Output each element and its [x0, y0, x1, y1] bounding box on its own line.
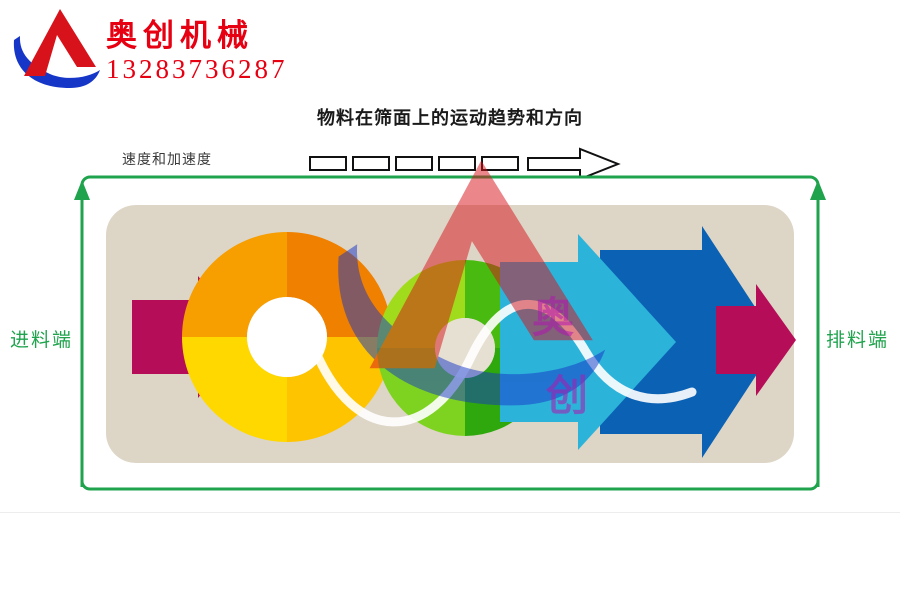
- discharge-arrow-head: [810, 180, 826, 200]
- dash-segment: [352, 156, 390, 171]
- baseline-divider: [0, 512, 900, 513]
- feed-arrow-head: [74, 180, 90, 200]
- trajectory-curve: [310, 299, 697, 427]
- watermark-char: 创: [546, 372, 588, 419]
- dash-segment: [481, 156, 519, 171]
- orange-swirl: [182, 232, 392, 442]
- dash-segment: [309, 156, 347, 171]
- watermark: 奥 创: [338, 160, 606, 419]
- feed-end-label: 进料端: [10, 330, 74, 351]
- motion-dashed-arrow: [309, 147, 621, 181]
- speed-acceleration-label: 速度和加速度: [122, 151, 212, 167]
- hollow-arrow-head: [527, 147, 621, 181]
- diagram-title: 物料在筛面上的运动趋势和方向: [317, 108, 583, 128]
- feed-direction-arrow: [74, 180, 90, 487]
- discharge-material-arrow: [716, 284, 796, 396]
- header: 奥创机械 13283736287: [0, 0, 420, 100]
- discharge-direction-arrow: [810, 180, 826, 487]
- discharge-end-label: 排料端: [826, 330, 890, 351]
- dash-segment: [438, 156, 476, 171]
- company-phone: 13283736287: [106, 54, 288, 84]
- watermark-char: 奥: [532, 294, 574, 341]
- company-name: 奥创机械: [106, 18, 254, 53]
- dash-segment: [395, 156, 433, 171]
- swirl-center: [247, 297, 327, 377]
